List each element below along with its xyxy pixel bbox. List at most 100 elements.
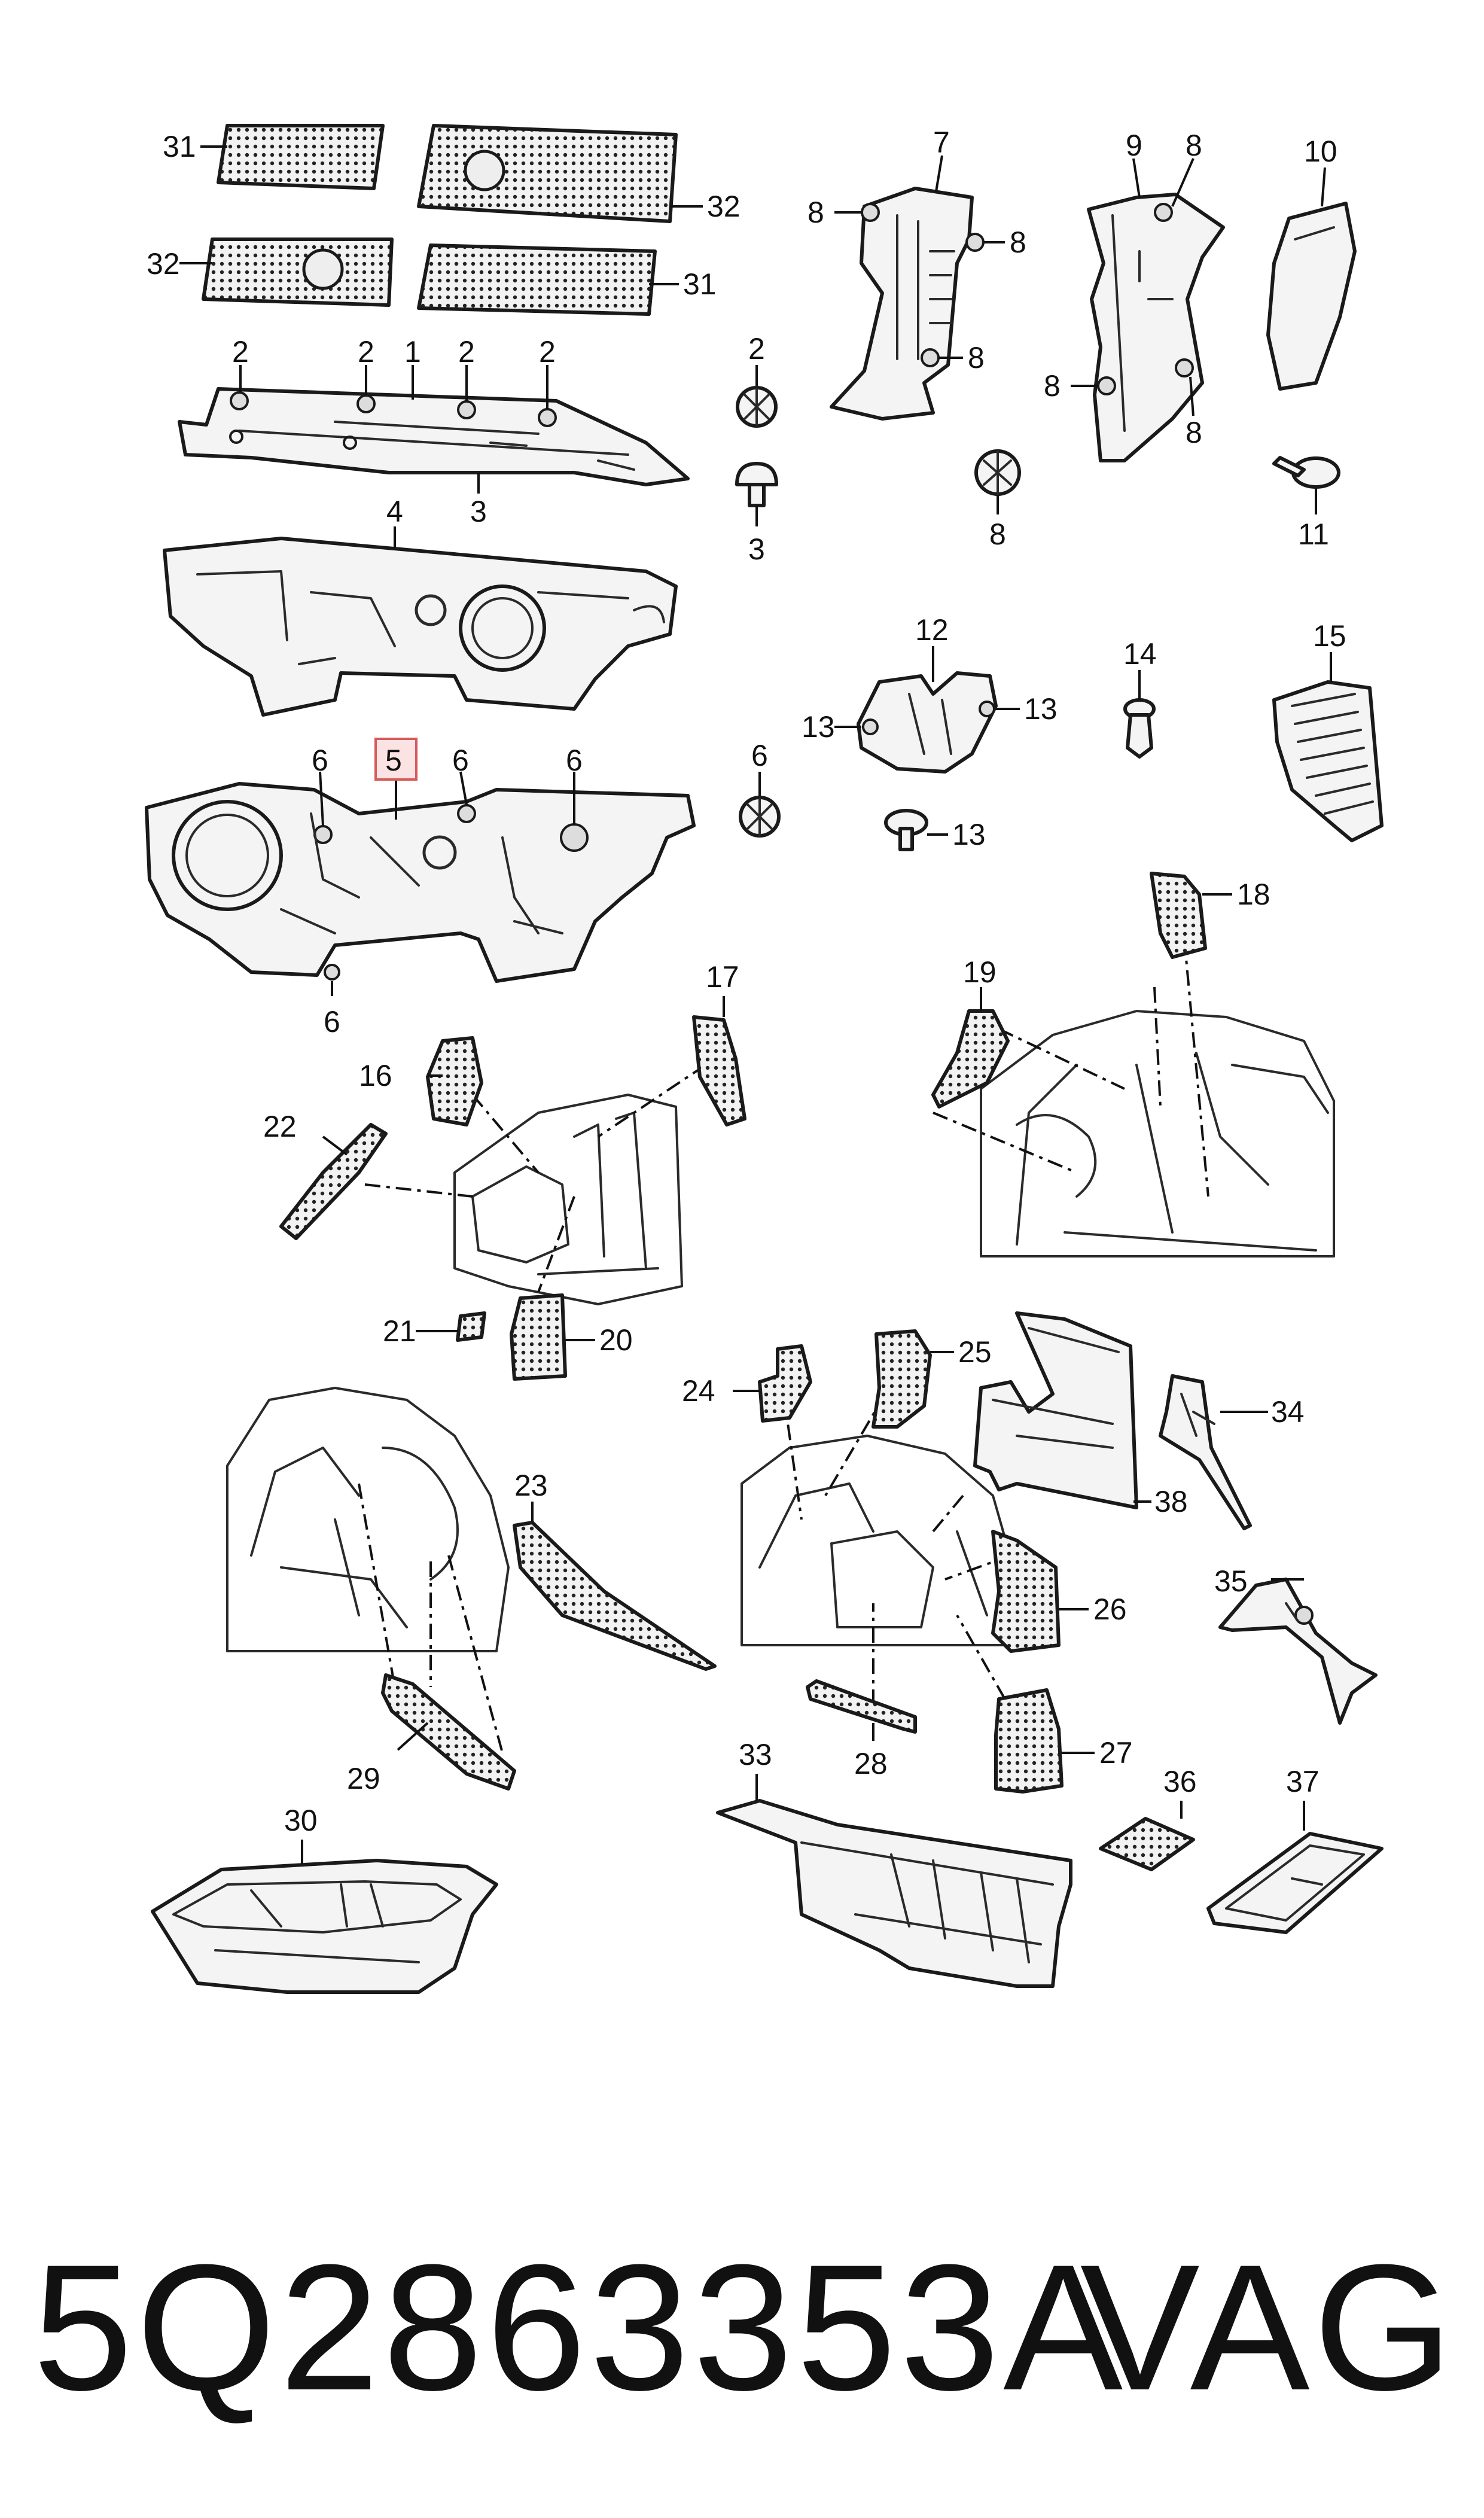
callout-14: 14 (1123, 637, 1157, 671)
part-37-mat: 37 (1206, 1765, 1384, 1934)
callout-31: 31 (163, 130, 196, 163)
part-36-pad: 36 (1099, 1765, 1197, 1871)
part-35-trim: 35 (1214, 1564, 1378, 1725)
callout-8-e: 8 (1044, 369, 1061, 403)
part-16-pad: 16 (359, 1036, 483, 1126)
callout-8-f: 8 (1186, 416, 1202, 449)
part-7-bracket: 7 8 8 8 (807, 126, 1026, 421)
part-25-pad: 25 (871, 1329, 992, 1429)
callout-5: 5 (385, 744, 402, 777)
callout-13: 13 (802, 710, 835, 744)
callout-2-d: 2 (539, 335, 556, 369)
callout-11: 11 (1298, 517, 1329, 551)
callout-23: 23 (514, 1469, 548, 1502)
part-4-insulation-mat: 4 (163, 495, 678, 717)
callout-2-c: 2 (458, 335, 475, 369)
callout-32: 32 (707, 190, 741, 223)
callout-13-c: 13 (952, 818, 986, 851)
callout-6-b: 6 (452, 744, 469, 777)
part-11-screw: 11 (1272, 456, 1340, 551)
part-21-pad: 21 (383, 1311, 486, 1348)
part-38-panel: 38 (973, 1311, 1188, 1518)
part-6-clip: 6 (739, 739, 781, 838)
callout-19: 19 (963, 955, 997, 989)
callout-8-c: 8 (968, 341, 985, 374)
part-26-pad: 26 (991, 1530, 1127, 1653)
callout-22: 22 (263, 1110, 297, 1143)
part-2-clip: 2 (736, 332, 778, 428)
callout-20: 20 (599, 1323, 633, 1357)
part-17-pad: 17 (692, 960, 746, 1126)
callout-13-b: 13 (1024, 692, 1058, 726)
callout-6-e: 6 (751, 739, 768, 772)
part-23-strip: 23 (513, 1469, 717, 1671)
body-sketch-right (933, 939, 1335, 1258)
part-9-bracket: 9 8 8 8 (1044, 129, 1225, 462)
callout-6-d: 6 (324, 1005, 340, 1039)
callout-8-d: 8 (1186, 129, 1202, 162)
part-33-panel: 33 (716, 1738, 1072, 1988)
callout-15: 15 (1313, 619, 1346, 653)
callout-30: 30 (284, 1804, 318, 1837)
callout-8: 8 (807, 196, 824, 229)
callout-1: 1 (404, 335, 421, 369)
callout-6: 6 (312, 744, 328, 777)
brand-name: VAG (1080, 2227, 1456, 2428)
part-28-strip: 28 (806, 1679, 917, 1780)
part-5-insulation: 5 6 6 6 6 (145, 738, 696, 1039)
callout-17: 17 (706, 960, 739, 994)
callout-27: 27 (1099, 1736, 1133, 1770)
callout-31-b: 31 (683, 267, 717, 301)
callout-10: 10 (1304, 135, 1337, 168)
callout-38: 38 (1154, 1485, 1188, 1518)
callout-24: 24 (682, 1374, 715, 1408)
part-12-bracket: 12 13 13 (802, 613, 1058, 774)
body-sketch-left (364, 1064, 707, 1305)
callout-2-b: 2 (358, 335, 374, 369)
part-13-screw: 13 (884, 809, 986, 851)
callout-26: 26 (1093, 1593, 1127, 1626)
callout-25: 25 (958, 1335, 992, 1369)
part-34-trim: 34 (1159, 1374, 1305, 1530)
part-number: 5Q2863353A (33, 2227, 1127, 2428)
callout-6-c: 6 (566, 744, 583, 777)
part-31-mat-right: 31 (417, 243, 717, 316)
callout-28: 28 (854, 1747, 888, 1780)
part-1-cross-panel: 2 2 1 2 2 3 (178, 335, 690, 528)
part-32-mat-right: 32 (417, 124, 741, 223)
part-10-cover: 10 (1266, 135, 1357, 391)
callout-36: 36 (1163, 1765, 1197, 1798)
callout-18: 18 (1237, 878, 1270, 911)
part-3-pushpin: 3 (735, 462, 778, 566)
callout-2: 2 (232, 335, 249, 369)
callout-32-b: 32 (147, 247, 180, 281)
part-31-mat-left: 31 (163, 124, 385, 190)
callout-21: 21 (383, 1314, 416, 1348)
callout-35: 35 (1214, 1564, 1248, 1598)
part-22-strip: 22 (263, 1110, 388, 1240)
callout-8-b: 8 (1010, 226, 1026, 259)
parts-diagram: 31 32 32 31 2 2 1 2 2 3 (145, 124, 1384, 1994)
callout-12: 12 (915, 613, 949, 647)
callout-29: 29 (347, 1762, 380, 1795)
part-20-pad: 20 (510, 1293, 633, 1381)
callout-4: 4 (386, 495, 403, 528)
callout-8-g: 8 (989, 517, 1006, 551)
part-24-pad: 24 (682, 1344, 812, 1423)
callout-7: 7 (933, 126, 950, 159)
part-14-pushpin: 14 (1123, 637, 1157, 759)
callout-9: 9 (1126, 129, 1142, 162)
part-29-strip: 29 (347, 1673, 516, 1795)
callout-16: 16 (359, 1059, 392, 1092)
part-15-grille: 15 (1272, 619, 1384, 842)
callout-37: 37 (1286, 1765, 1320, 1798)
body-sketch-lower-left (226, 1387, 510, 1753)
highlight-box (374, 738, 418, 781)
callout-2-e: 2 (748, 332, 765, 366)
part-19-pad: 19 (931, 955, 1010, 1109)
part-32-mat-left: 32 (147, 238, 394, 307)
callout-34: 34 (1271, 1395, 1305, 1429)
part-30-tray: 30 (151, 1804, 498, 1994)
callout-33: 33 (739, 1738, 772, 1771)
part-18-pad: 18 (1150, 872, 1270, 959)
